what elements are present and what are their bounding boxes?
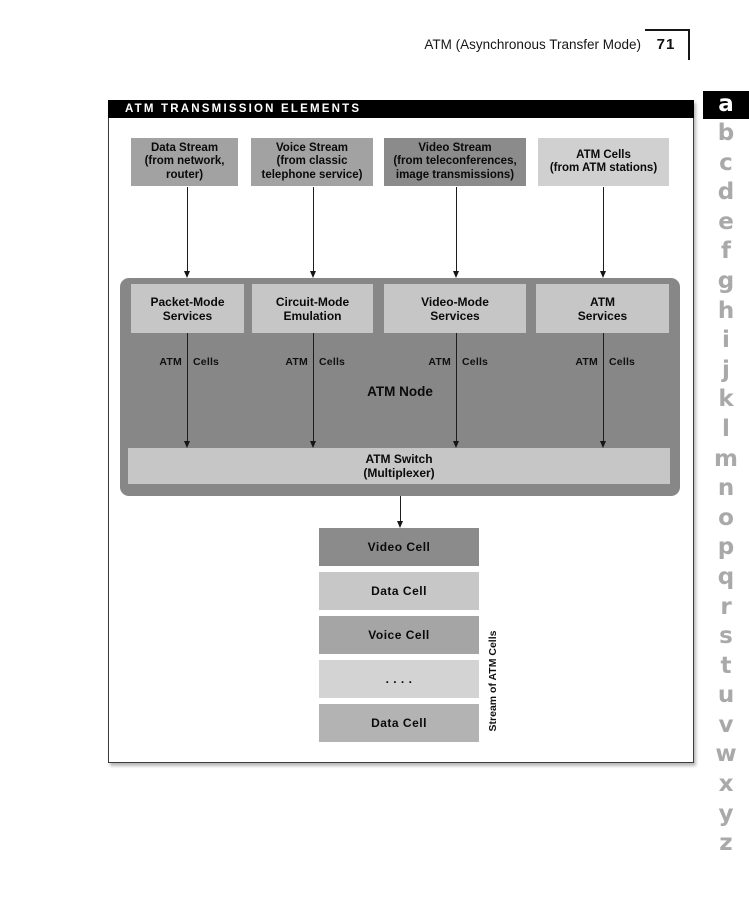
flow-arrow	[310, 333, 316, 448]
alphabet-tab-r[interactable]: r	[720, 593, 732, 620]
alphabet-tab-o[interactable]: o	[718, 504, 734, 531]
switch-label: ATM Switch	[365, 452, 433, 466]
alphabet-tab-n[interactable]: n	[717, 475, 735, 502]
page-number: 71	[656, 36, 676, 53]
alphabet-tab-j[interactable]: j	[722, 356, 730, 383]
alphabet-tab-q[interactable]: q	[717, 563, 735, 590]
alphabet-tab-m[interactable]: m	[714, 445, 738, 472]
stream-cell-video: Video Cell	[319, 528, 479, 566]
alphabet-tab-d[interactable]: d	[717, 179, 735, 206]
alphabet-tab-h[interactable]: h	[717, 297, 735, 324]
source-box-video-stream: Video Stream (from teleconferences, imag…	[384, 138, 526, 186]
alphabet-tab-v[interactable]: v	[718, 711, 734, 738]
service-label: Video-Mode	[421, 294, 489, 309]
atm-cells-label-left: ATM	[285, 356, 308, 368]
source-sublabel: (from teleconferences, image transmissio…	[393, 155, 517, 181]
service-label: Services	[577, 308, 628, 323]
alphabet-tab-a[interactable]: a	[703, 91, 749, 119]
service-box-circuit-mode: Circuit-Mode Emulation	[252, 284, 373, 333]
source-label: ATM Cells	[576, 148, 631, 161]
page-number-bracket	[645, 29, 690, 60]
alphabet-tab-x[interactable]: x	[718, 771, 734, 798]
atm-cells-label-right: Cells	[609, 356, 636, 368]
alphabet-tab-b[interactable]: b	[717, 120, 735, 146]
switch-sublabel: (Multiplexer)	[363, 466, 435, 480]
alphabet-tab-t[interactable]: t	[720, 652, 732, 679]
page-title: ATM (Asynchronous Transfer Mode)	[424, 37, 641, 52]
figure-frame: ATM TRANSMISSION ELEMENTS Data Stream (f…	[108, 100, 694, 763]
alphabet-tab-u[interactable]: u	[717, 682, 735, 709]
alphabet-tab-i[interactable]: i	[722, 327, 730, 354]
service-label: ATM	[589, 294, 616, 309]
flow-arrow	[184, 187, 190, 278]
source-box-data-stream: Data Stream (from network, router)	[131, 138, 238, 186]
alphabet-tab-y[interactable]: y	[718, 800, 734, 827]
alphabet-tab-f[interactable]: f	[720, 238, 731, 265]
source-label: Voice Stream	[275, 141, 348, 154]
flow-arrow	[397, 496, 403, 528]
alphabet-tab-l[interactable]: l	[722, 415, 730, 442]
service-label: Packet-Mode	[150, 294, 225, 309]
atm-cells-label-right: Cells	[193, 356, 220, 368]
source-sublabel: (from classic telephone service)	[261, 155, 363, 181]
flow-arrow	[600, 187, 606, 278]
service-box-atm-services: ATM Services	[536, 284, 669, 333]
alphabet-tab-e[interactable]: e	[718, 208, 734, 235]
flow-arrow	[453, 333, 459, 448]
service-box-video-mode: Video-Mode Services	[384, 284, 526, 333]
atm-cells-label-left: ATM	[428, 356, 451, 368]
service-label: Emulation	[283, 308, 342, 323]
atm-cells-label-left: ATM	[575, 356, 598, 368]
source-box-voice-stream: Voice Stream (from classic telephone ser…	[251, 138, 373, 186]
alphabet-tab-w[interactable]: w	[715, 741, 737, 768]
source-sublabel: (from ATM stations)	[549, 162, 658, 174]
stream-of-atm-cells-label: Stream of ATM Cells	[487, 630, 499, 732]
service-label: Services	[162, 308, 213, 323]
atm-cells-label-left: ATM	[159, 356, 182, 368]
atm-switch-box: ATM Switch (Multiplexer)	[128, 448, 670, 484]
atm-node-container: Packet-Mode Services Circuit-Mode Emulat…	[120, 278, 680, 496]
flow-arrow	[184, 333, 190, 448]
figure-title-bar: ATM TRANSMISSION ELEMENTS	[108, 100, 694, 118]
source-box-atm-cells: ATM Cells (from ATM stations)	[538, 138, 669, 186]
alphabet-tab-p[interactable]: p	[717, 534, 735, 561]
stream-cell-voice: Voice Cell	[319, 616, 479, 654]
alphabet-tab-c[interactable]: c	[719, 149, 733, 176]
source-label: Data Stream	[150, 141, 219, 154]
alphabet-tab-z[interactable]: z	[719, 830, 733, 857]
service-label: Circuit-Mode	[275, 294, 350, 309]
flow-arrow	[600, 333, 606, 448]
atm-cells-label-right: Cells	[462, 356, 489, 368]
atm-cells-label-right: Cells	[319, 356, 346, 368]
stream-cell-ellipsis: . . . .	[319, 660, 479, 698]
stream-cell-data: Data Cell	[319, 704, 479, 742]
service-label: Services	[430, 308, 480, 323]
flow-arrow	[453, 187, 459, 278]
atm-node-label: ATM Node	[367, 384, 433, 399]
source-label: Video Stream	[418, 141, 492, 154]
alphabet-tab-s[interactable]: s	[719, 623, 733, 650]
source-sublabel: (from network, router)	[144, 155, 225, 181]
alphabet-tab-k[interactable]: k	[718, 386, 734, 413]
alphabet-tab-g[interactable]: g	[717, 267, 735, 294]
stream-cell-data: Data Cell	[319, 572, 479, 610]
flow-arrow	[310, 187, 316, 278]
service-box-packet-mode: Packet-Mode Services	[131, 284, 244, 333]
